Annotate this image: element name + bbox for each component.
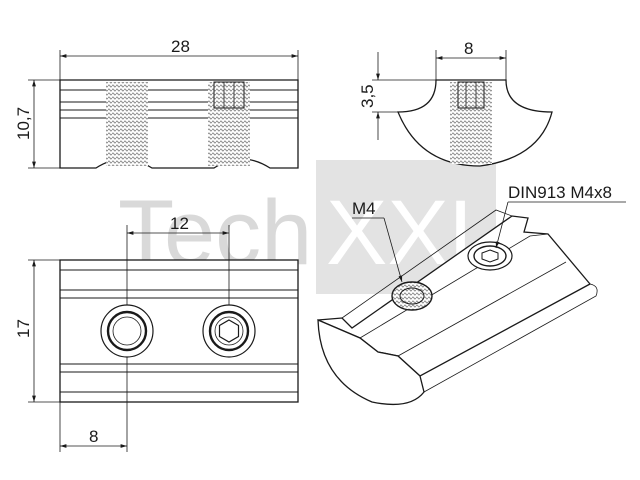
- iso-thread-hole: [391, 281, 433, 311]
- callout-grub-screw: DIN913 M4x8: [508, 183, 612, 202]
- callout-thread-leader: [383, 217, 403, 283]
- front-view: 12 17 8: [14, 214, 299, 452]
- hex-socket-icon: [218, 319, 240, 343]
- front-view-body: [59, 259, 299, 403]
- dim-hole-spacing: 12: [170, 214, 189, 233]
- top-view: 28 10,7: [14, 37, 299, 169]
- dim-side-width: 8: [464, 39, 473, 58]
- callouts: M4 DIN913 M4x8: [352, 183, 626, 283]
- dim-front-height: 17: [14, 319, 33, 338]
- iso-view: [317, 209, 598, 406]
- top-grub-screw: [213, 81, 245, 109]
- top-thread-right: [208, 82, 250, 166]
- callout-grub-screw-leader: [495, 201, 509, 249]
- callout-thread: M4: [352, 199, 376, 218]
- side-thread: [450, 82, 492, 164]
- top-view-body: [59, 79, 299, 169]
- dim-top-width: 28: [171, 37, 190, 56]
- side-view: 8 3,5: [358, 39, 553, 167]
- iso-grub-screw: [473, 245, 507, 267]
- iso-hex-socket-icon: [481, 249, 499, 263]
- front-hole-right: [208, 310, 250, 352]
- iso-body-curve: [317, 318, 425, 406]
- front-hole-left: [106, 310, 148, 352]
- top-thread-left: [106, 82, 148, 166]
- dim-side-height: 3,5: [358, 84, 377, 108]
- side-grub-screw: [457, 81, 485, 109]
- dim-top-height: 10,7: [14, 107, 33, 140]
- dim-hole-offset: 8: [89, 427, 98, 446]
